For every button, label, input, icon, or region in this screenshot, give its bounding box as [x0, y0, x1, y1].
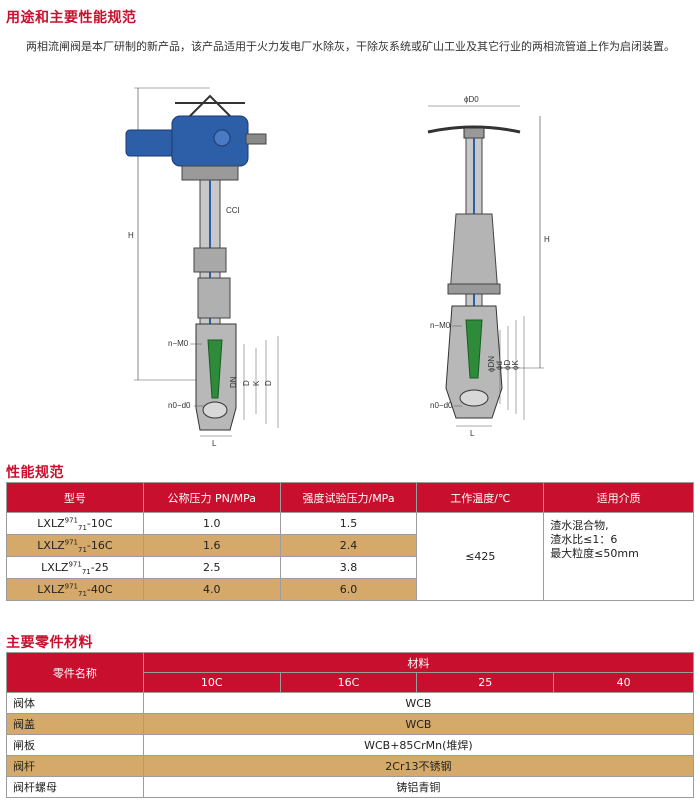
valve-diagrams: H CCI n−M0 n0−d0 L DN D K D — [125, 87, 550, 448]
table-row: LXLZ97171-40C 4.0 6.0 — [6, 578, 694, 601]
material-cell: 铸铝青铜 — [142, 776, 695, 798]
table-row: 闸板 WCB+85CrMn(堆焊) — [6, 734, 695, 756]
temp-cell: ≤425 — [416, 512, 545, 601]
dim-dd-right: ϕd — [495, 361, 504, 370]
table-row: LXLZ97171-16C 1.6 2.4 — [6, 534, 694, 557]
table-row: 阀杆螺母 铸铝青铜 — [6, 776, 695, 798]
dim-l-right: L — [470, 429, 475, 438]
test-cell: 3.8 — [279, 556, 418, 579]
dim-dbig-right: ϕD — [503, 360, 512, 370]
label-n-m0-left: n−M0 — [168, 339, 189, 348]
part-cell: 阀体 — [6, 692, 144, 714]
model-cell: LXLZ97171-40C — [6, 578, 144, 601]
mat-header-part: 零件名称 — [6, 652, 144, 693]
model-cell: LXLZ97171-10C — [6, 512, 144, 535]
dim-cci: CCI — [226, 206, 240, 215]
label-n0-d0-left: n0−d0 — [168, 401, 191, 410]
table-row: 阀体 WCB — [6, 692, 695, 714]
usage-section-title: 用途和主要性能规范 — [6, 10, 137, 26]
material-cell: WCB — [142, 692, 695, 714]
table-row: 阀杆 2Cr13不锈钢 — [6, 755, 695, 777]
perf-header-medium: 适用介质 — [543, 482, 694, 513]
intro-text: 两相流闸阀是本厂研制的新产品，该产品适用于火力发电厂水除灰，干除灰系统或矿山工业… — [26, 40, 675, 53]
pn-cell: 1.0 — [142, 512, 281, 535]
dim-d-left-1: D — [242, 380, 251, 386]
table-row: 阀盖 WCB — [6, 713, 695, 735]
mat-grade-10c: 10C — [142, 672, 281, 693]
pn-cell: 4.0 — [142, 578, 281, 601]
mat-grade-16c: 16C — [279, 672, 418, 693]
label-n-m0-right: n−M0 — [430, 321, 451, 330]
pn-cell: 1.6 — [142, 534, 281, 557]
dim-h-left: H — [128, 231, 134, 240]
medium-cell: 渣水混合物, 渣水比≤1：6 最大粒度≤50mm — [543, 512, 694, 601]
model-cell: LXLZ97171-16C — [6, 534, 144, 557]
part-cell: 阀杆螺母 — [6, 776, 144, 798]
performance-table: 型号 公称压力 PN/MPa 强度试验压力/MPa 工作温度/℃ 适用介质 LX… — [6, 482, 694, 601]
dim-d-left-2: D — [264, 380, 273, 386]
material-cell: WCB — [142, 713, 695, 735]
mat-header-material: 材料 — [142, 652, 695, 673]
part-cell: 阀杆 — [6, 755, 144, 777]
perf-header-model: 型号 — [6, 482, 144, 513]
material-cell: 2Cr13不锈钢 — [142, 755, 695, 777]
dim-k-right: ϕK — [511, 360, 520, 370]
perf-section-title: 性能规范 — [6, 465, 64, 481]
dim-k-left: K — [252, 380, 261, 386]
test-cell: 1.5 — [279, 512, 418, 535]
perf-header-temp: 工作温度/℃ — [416, 482, 545, 513]
dim-l-left: L — [212, 439, 217, 448]
mat-grade-25: 25 — [416, 672, 555, 693]
test-cell: 2.4 — [279, 534, 418, 557]
test-cell: 6.0 — [279, 578, 418, 601]
part-cell: 阀盖 — [6, 713, 144, 735]
perf-header-test: 强度试验压力/MPa — [279, 482, 418, 513]
dim-h-right: H — [544, 235, 550, 244]
model-cell: LXLZ97171-25 — [6, 556, 144, 579]
handwheel-valve-drawing: ϕD0 H n−M0 n0−d0 L ϕDN ϕd ϕD ϕK — [427, 95, 550, 438]
dim-dn-left: DN — [229, 376, 238, 388]
pn-cell: 2.5 — [142, 556, 281, 579]
materials-section-title: 主要零件材料 — [6, 635, 93, 651]
table-row: LXLZ97171-10C 1.0 1.5 ≤425 渣水混合物, 渣水比≤1：… — [6, 512, 694, 601]
material-cell: WCB+85CrMn(堆焊) — [142, 734, 695, 756]
part-cell: 闸板 — [6, 734, 144, 756]
dim-d0-right: ϕD0 — [464, 95, 479, 104]
dim-dn-right: ϕDN — [487, 356, 496, 372]
label-n0-d0-right: n0−d0 — [430, 401, 453, 410]
mat-grade-40: 40 — [553, 672, 694, 693]
perf-header-pn: 公称压力 PN/MPa — [142, 482, 281, 513]
electric-valve-drawing: H CCI n−M0 n0−d0 L DN D K D — [125, 87, 279, 448]
table-row: LXLZ97171-25 2.5 3.8 — [6, 556, 694, 579]
materials-table: 零件名称 材料 10C 16C 25 40 阀体 WCB 阀盖 WCB 闸板 W… — [6, 652, 695, 798]
